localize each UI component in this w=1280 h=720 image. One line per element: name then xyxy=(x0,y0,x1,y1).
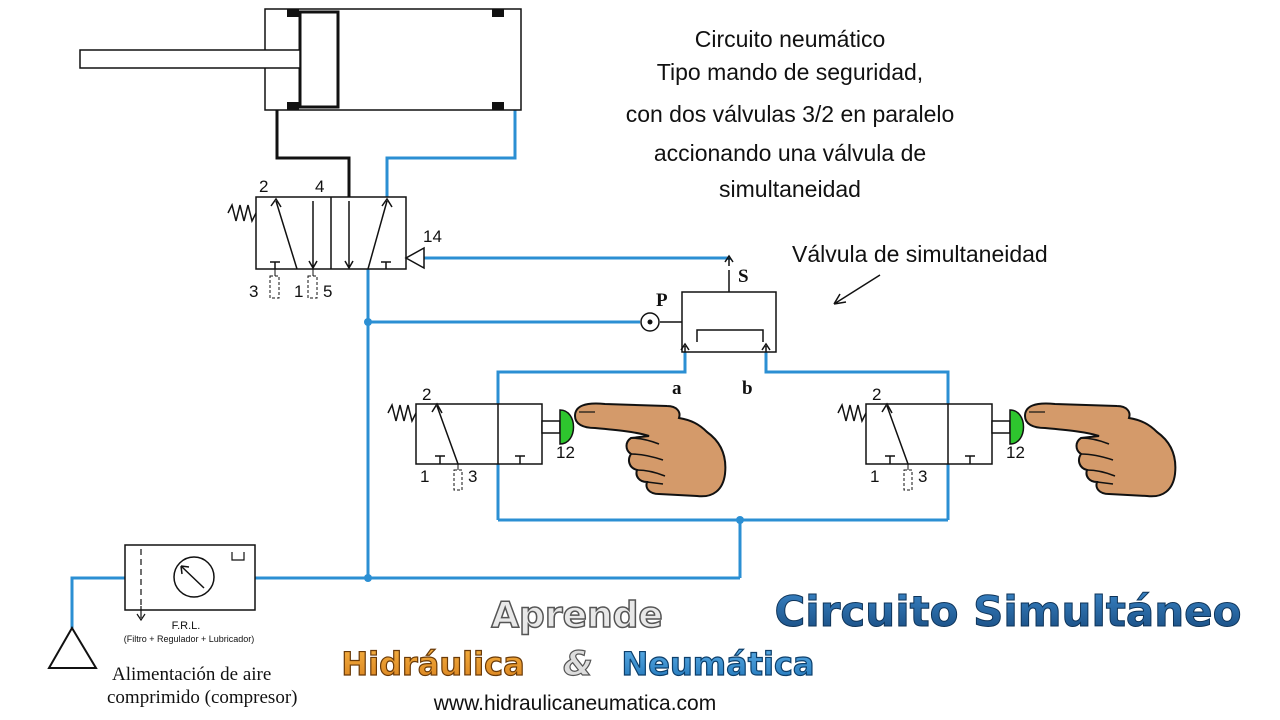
double-acting-cylinder xyxy=(79,8,522,111)
frl-title: F.R.L. xyxy=(172,620,201,632)
compressor-triangle-icon xyxy=(47,626,98,669)
branding: Aprende Hidráulica & Neumática www.hidra… xyxy=(341,587,1242,716)
description-line: Circuito neumático xyxy=(695,26,885,52)
simultaneity-valve: S P a b xyxy=(640,266,777,399)
silencer-icon xyxy=(307,275,318,299)
spring-icon xyxy=(837,402,867,424)
port-label: 1 xyxy=(294,282,303,301)
silencer-icon xyxy=(453,469,463,491)
brand-url: www.hidraulicaneumatica.com xyxy=(433,692,716,715)
port-label: 2 xyxy=(259,177,268,196)
port-label: 1 xyxy=(420,467,429,486)
port-label: 4 xyxy=(315,177,324,196)
pilot-triangle-icon xyxy=(404,246,425,270)
piston-rod xyxy=(79,49,301,69)
gauge-icon xyxy=(173,556,215,598)
description-line: con dos válvulas 3/2 en paralelo xyxy=(626,101,955,127)
silencer-icon xyxy=(269,275,280,299)
frl-unit: F.R.L. (Filtro + Regulador + Lubricador) xyxy=(124,544,256,644)
port-b-label: b xyxy=(742,378,753,399)
valve-3-2-left: 2 1 3 12 xyxy=(387,385,575,491)
circuit-description: Circuito neumático Tipo mando de segurid… xyxy=(626,26,955,202)
port-p-label: P xyxy=(656,290,668,311)
port-label: 12 xyxy=(1006,443,1025,462)
valve-5-2: 2 4 14 3 1 5 xyxy=(227,177,442,301)
brand-ampersand: & xyxy=(563,644,593,684)
brand-word-hidraulica: Hidráulica xyxy=(341,645,524,683)
description-line: simultaneidad xyxy=(719,176,861,202)
port-label: 5 xyxy=(323,282,332,301)
port-label: 1 xyxy=(870,467,879,486)
line-compressor-to-frl xyxy=(70,576,125,628)
supply-label-line1: Alimentación de aire xyxy=(112,664,271,685)
description-line: Tipo mando de seguridad, xyxy=(657,59,923,85)
hand-left-icon xyxy=(574,402,727,498)
brand-word-aprende: Aprende xyxy=(491,595,663,636)
push-button-icon xyxy=(559,409,575,445)
valve-3-2-right: 2 1 3 12 xyxy=(837,385,1025,491)
port-label: 3 xyxy=(468,467,477,486)
junction-dots xyxy=(364,318,744,582)
port-label: 3 xyxy=(249,282,258,301)
port-label: 12 xyxy=(556,443,575,462)
push-button-icon xyxy=(1009,409,1025,445)
port-s-label: S xyxy=(738,266,749,287)
supply-label-line2: comprimido (compresor) xyxy=(107,687,297,708)
pointer-arrow-icon xyxy=(833,274,881,305)
port-a-label: a xyxy=(672,378,682,399)
port-label: 2 xyxy=(422,385,431,404)
silencer-icon xyxy=(903,469,913,491)
spring-icon xyxy=(387,402,417,424)
line-right-to-b xyxy=(764,352,950,404)
simultaneity-valve-label: Válvula de simultaneidad xyxy=(792,241,1048,267)
brand-title: Circuito Simultáneo xyxy=(774,587,1241,636)
line-s-to-pilot xyxy=(424,256,731,260)
line-cylinder-advance xyxy=(275,110,351,197)
spring-icon xyxy=(227,202,257,224)
hand-right-icon xyxy=(1024,402,1177,498)
brand-word-neumatica: Neumática xyxy=(621,645,814,683)
line-cylinder-return xyxy=(385,110,517,197)
line-bottom-loop xyxy=(496,404,950,578)
exhaust-lines xyxy=(275,110,351,197)
line-left-to-a xyxy=(496,352,687,404)
frl-subtitle: (Filtro + Regulador + Lubricador) xyxy=(124,634,255,644)
port-label: 3 xyxy=(918,467,927,486)
description-line: accionando una válvula de xyxy=(654,140,926,166)
port-label: 14 xyxy=(423,227,442,246)
port-label: 2 xyxy=(872,385,881,404)
